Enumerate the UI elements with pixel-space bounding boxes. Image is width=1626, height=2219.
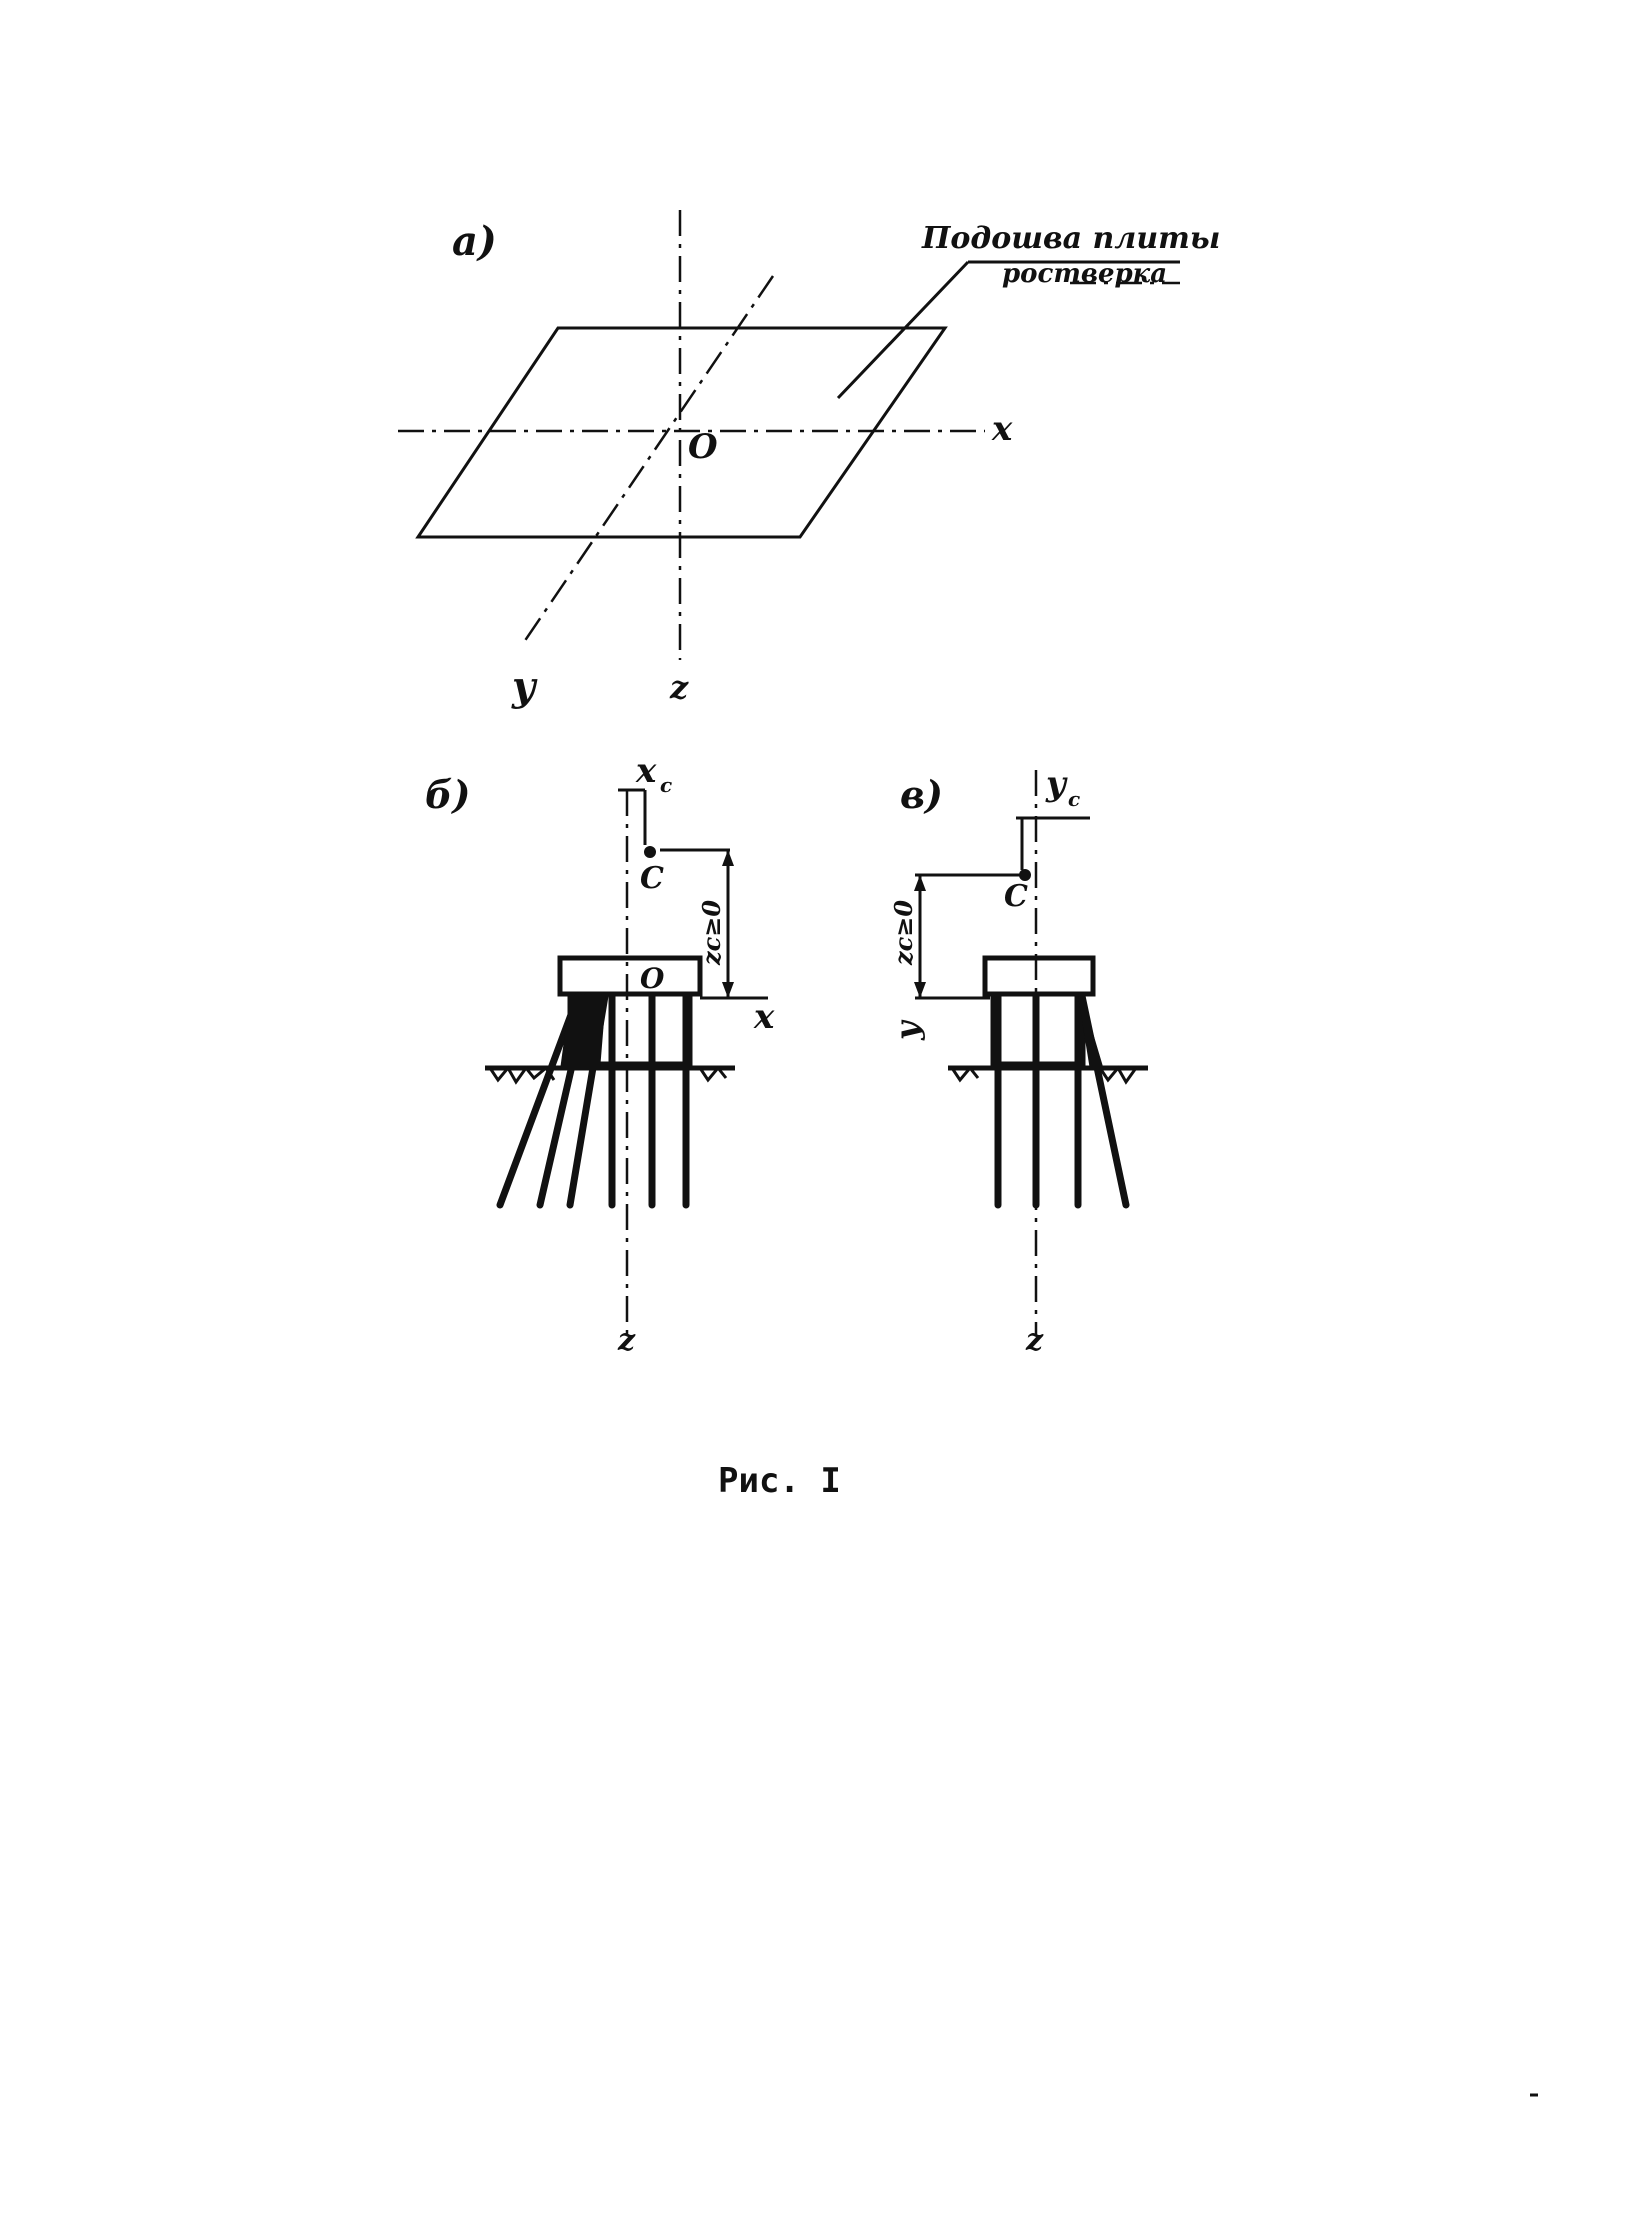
panel-a: а) Подошва плиты ростверка O x y z	[398, 210, 1220, 710]
panel-c-label: в)	[900, 772, 943, 817]
dim-arrow-top	[722, 850, 734, 866]
z-axis-label-b: z	[617, 1323, 636, 1358]
xc-subscript: c	[660, 773, 672, 797]
callout-leader	[836, 260, 970, 400]
z-axis-label-c: z	[1025, 1323, 1044, 1358]
pile-b-1	[496, 992, 582, 1209]
y-axis-label: y	[511, 663, 538, 710]
figure-caption: Рис. I	[718, 1461, 841, 1501]
point-c-marker-c	[1019, 869, 1031, 881]
origin-label-b: O	[640, 962, 665, 995]
point-c-label-c: C	[1004, 879, 1028, 914]
x-axis-label-b: x	[753, 997, 775, 1037]
y-axis-line	[520, 275, 775, 646]
panel-c: в) y c C zc≥0 y z	[888, 764, 1148, 1358]
origin-label: O	[688, 427, 718, 467]
z-axis-label: z	[669, 668, 689, 706]
dim-label-b: zc≥0	[697, 900, 726, 966]
yc-subscript: c	[1068, 787, 1080, 811]
dim-label-c: zc≥0	[889, 900, 918, 966]
x-axis-label: x	[991, 409, 1013, 449]
pile-cap-b	[557, 955, 703, 997]
callout-line1: Подошва плиты	[921, 221, 1220, 256]
pile-b-cluster	[560, 996, 606, 1070]
dim-arrow-top-c	[914, 875, 926, 891]
ground-hatch-c	[950, 1065, 1138, 1085]
point-c-marker	[644, 846, 656, 858]
pile-cap-c	[982, 955, 1096, 997]
panel-b: б) x c C zc≥0 x O z	[425, 751, 775, 1358]
dim-arrow-bottom	[722, 982, 734, 998]
yc-label: y	[1045, 764, 1068, 804]
y-axis-label-c: y	[888, 1019, 926, 1041]
panel-a-label: а)	[452, 218, 497, 265]
point-c-label: C	[640, 861, 664, 896]
callout-line2: ростверка	[1002, 259, 1167, 289]
plate-outline	[415, 326, 948, 539]
panel-b-label: б)	[425, 772, 470, 817]
pile-c-cluster	[1078, 996, 1104, 1070]
dim-arrow-bottom-c	[914, 982, 926, 998]
ground-hatch-b	[488, 1065, 728, 1085]
xc-label: x	[635, 751, 657, 791]
